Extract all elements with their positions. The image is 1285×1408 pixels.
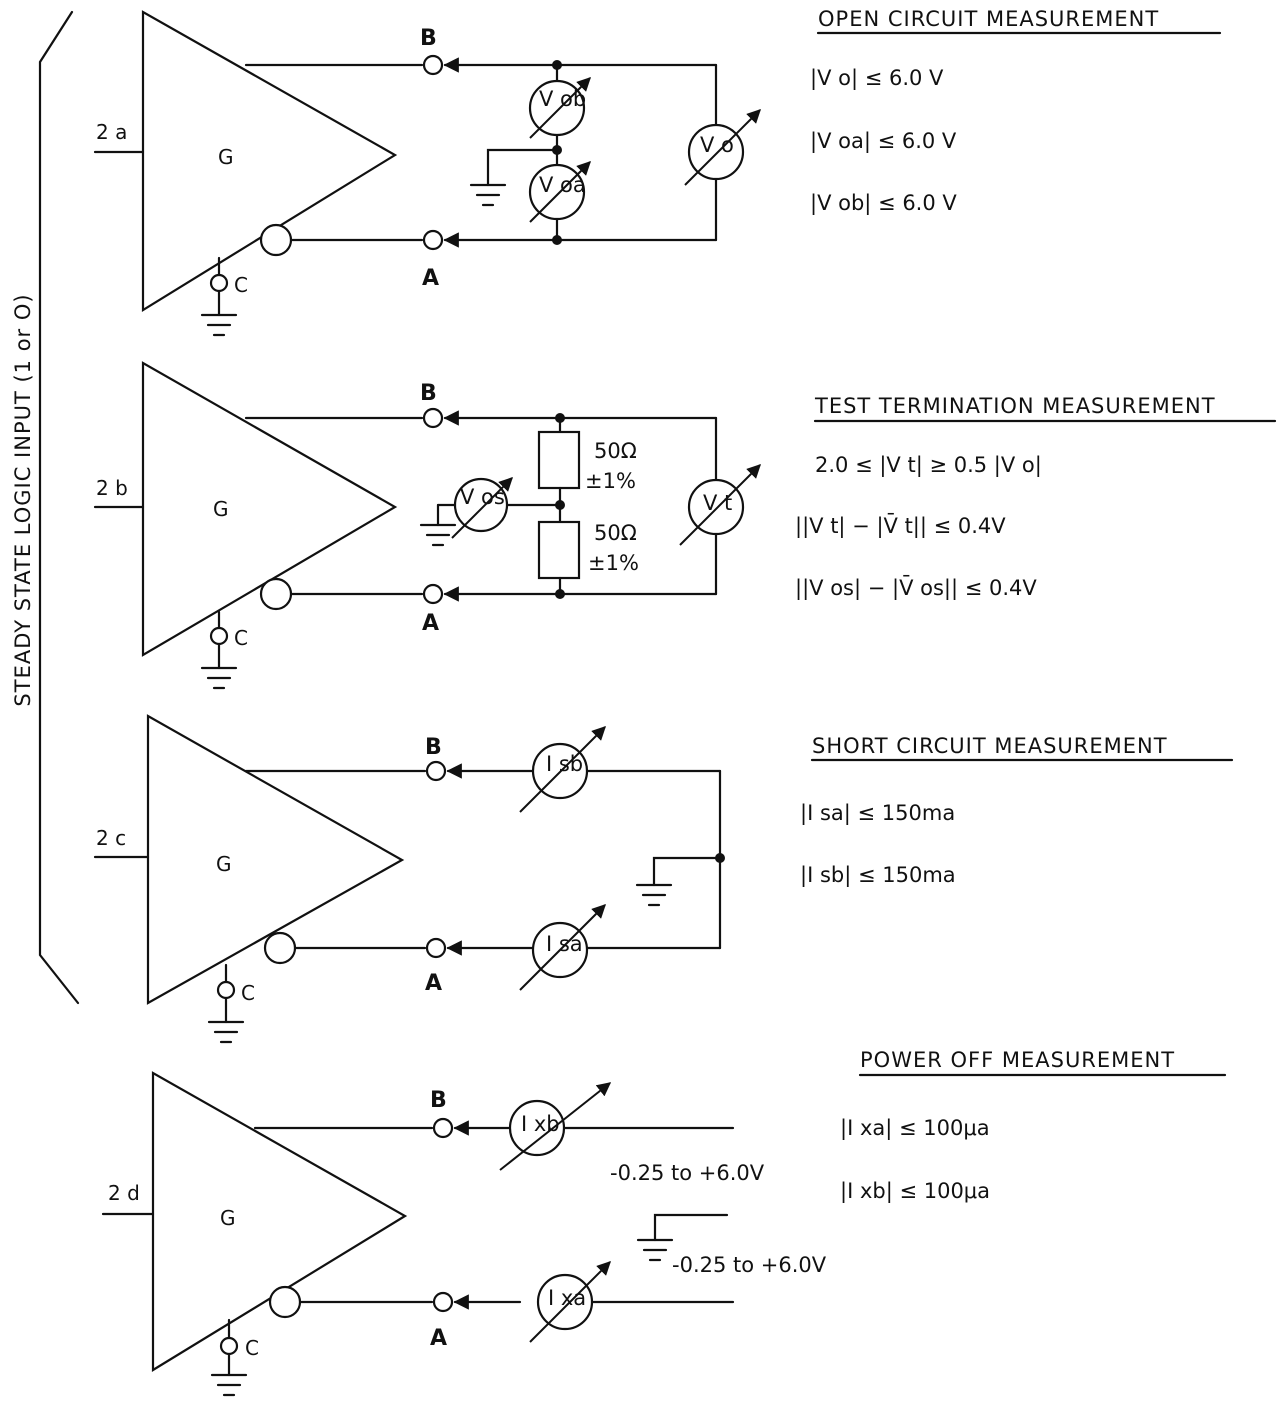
section-2c: 2 c G I sb B I sa A C SHORT CIRCUIT MEAS… [93, 714, 1234, 1044]
gate-label-2a: G [218, 145, 234, 169]
terminal-a-label-2a: A [422, 266, 439, 291]
meter-vo [687, 123, 745, 181]
resistor-lower-value: 50Ω [594, 521, 637, 545]
ground-common-2c [207, 1020, 245, 1044]
terminal-a-label-2d: A [430, 1326, 447, 1351]
equation-2a-3: |V ob| ≤ 6.0 V [810, 191, 957, 216]
ground-symbol-2b [419, 523, 457, 547]
equation-2d-1: |I xa| ≤ 100μa [840, 1116, 990, 1141]
meter-vos-label: V os [460, 485, 505, 509]
supply-range-lower: -0.25 to +6.0V [672, 1253, 827, 1277]
meter-vt [687, 478, 745, 536]
meter-ixa-label: I xa [548, 1286, 586, 1310]
title-2d: POWER OFF MEASUREMENT [860, 1048, 1175, 1072]
equation-2b-1: 2.0 ≤ |V t| ≥ 0.5 |V o| [815, 453, 1042, 478]
common-label-2c: C [241, 981, 255, 1005]
ground-common-2d [210, 1373, 248, 1397]
terminal-b-label-2d: B [430, 1088, 447, 1113]
resistor-upper [537, 430, 581, 490]
side-bracket [38, 10, 80, 1005]
section-2d: 2 d G I xb B I xa A -0.25 to +6.0V -0.25… [101, 1048, 1227, 1397]
inverter-bubble-2a [259, 223, 293, 257]
gate-2c [146, 714, 405, 1005]
gate-label-2b: G [213, 497, 229, 521]
resistor-lower-tolerance: ±1% [588, 551, 639, 575]
meter-isa-label: I sa [546, 932, 583, 956]
supply-range-upper: -0.25 to +6.0V [610, 1161, 765, 1185]
terminal-a-label-2c: A [425, 971, 442, 996]
common-terminal-2b [209, 626, 229, 646]
gate-2a [141, 10, 398, 312]
section-2b: 2 b G B A 50Ω ±1% 50Ω ±1% V os [93, 361, 1277, 690]
terminal-a-2b [422, 583, 444, 605]
common-label-2d: C [245, 1336, 259, 1360]
ground-symbol-2a [469, 183, 507, 207]
terminal-b-2c [425, 760, 447, 782]
ground-symbol-2c [635, 883, 673, 907]
terminal-a-2a [422, 229, 444, 251]
equation-2b-2: ||V t| − |V̄ t|| ≤ 0.4V [795, 513, 1006, 539]
resistor-upper-value: 50Ω [594, 439, 637, 463]
meter-vt-label: V t [703, 491, 732, 515]
common-terminal-2a [209, 273, 229, 293]
meter-ixb-label: I xb [521, 1112, 560, 1136]
side-label: STEADY STATE LOGIC INPUT (1 or O) [11, 293, 35, 706]
terminal-a-label-2b: A [422, 611, 439, 636]
inverter-bubble-2c [263, 931, 297, 965]
meter-isb-label: I sb [546, 752, 583, 776]
terminal-b-2b [422, 407, 444, 429]
common-label-2a: C [234, 273, 248, 297]
meter-vob [528, 79, 586, 137]
terminal-a-2d [432, 1291, 454, 1313]
resistor-upper-tolerance: ±1% [585, 469, 636, 493]
gate-2b [141, 361, 398, 657]
common-label-2b: C [234, 626, 248, 650]
inverter-bubble-2d [268, 1285, 302, 1319]
terminal-b-label-2b: B [420, 381, 437, 406]
title-2c: SHORT CIRCUIT MEASUREMENT [812, 734, 1168, 758]
terminal-a-2c [425, 937, 447, 959]
resistor-lower [537, 520, 581, 580]
equation-2c-1: |I sa| ≤ 150ma [800, 801, 955, 826]
terminal-b-2a [422, 54, 444, 76]
input-label-2c: 2 c [96, 826, 126, 850]
equation-2a-1: |V o| ≤ 6.0 V [810, 66, 944, 91]
section-2a: 2 a G B A V ob V oa V o [93, 7, 1222, 337]
meter-voa [528, 163, 586, 221]
meter-voa-label: V oa [539, 173, 586, 197]
ground-common-2a [200, 313, 238, 337]
gate-label-2c: G [216, 852, 232, 876]
input-label-2a: 2 a [96, 120, 127, 144]
gate-2d [151, 1071, 408, 1372]
equation-2b-3: ||V os| − |V̄ os|| ≤ 0.4V [795, 575, 1037, 601]
terminal-b-label-2a: B [420, 26, 437, 51]
ground-symbol-2d [636, 1238, 674, 1262]
terminal-b-2d [432, 1117, 454, 1139]
equation-2c-2: |I sb| ≤ 150ma [800, 863, 956, 888]
meter-vob-label: V ob [539, 87, 586, 111]
common-terminal-2d [219, 1336, 239, 1356]
title-2a: OPEN CIRCUIT MEASUREMENT [818, 7, 1159, 31]
input-label-2b: 2 b [96, 476, 128, 500]
inverter-bubble-2b [259, 577, 293, 611]
terminal-b-label-2c: B [425, 735, 442, 760]
input-label-2d: 2 d [108, 1181, 140, 1205]
equation-2d-2: |I xb| ≤ 100μa [840, 1179, 990, 1204]
common-terminal-2c [216, 980, 236, 1000]
meter-vo-label: V o [700, 133, 734, 157]
equation-2a-2: |V oa| ≤ 6.0 V [810, 129, 957, 154]
gate-label-2d: G [220, 1206, 236, 1230]
ground-common-2b [200, 666, 238, 690]
title-2b: TEST TERMINATION MEASUREMENT [814, 394, 1216, 418]
